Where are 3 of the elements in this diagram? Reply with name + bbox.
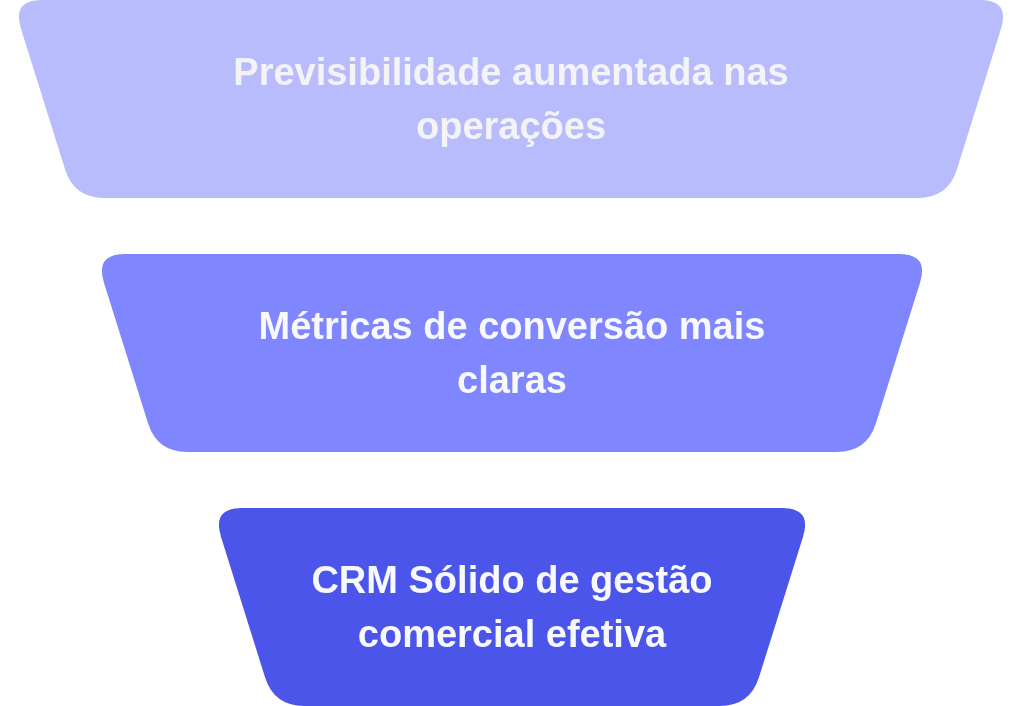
stage-label: Previsibilidade aumentada nas operações [232, 50, 790, 149]
stage-label: Métricas de conversão mais claras [257, 304, 767, 403]
stage-label: CRM Sólido de gestão comercial efetiva [310, 558, 714, 657]
